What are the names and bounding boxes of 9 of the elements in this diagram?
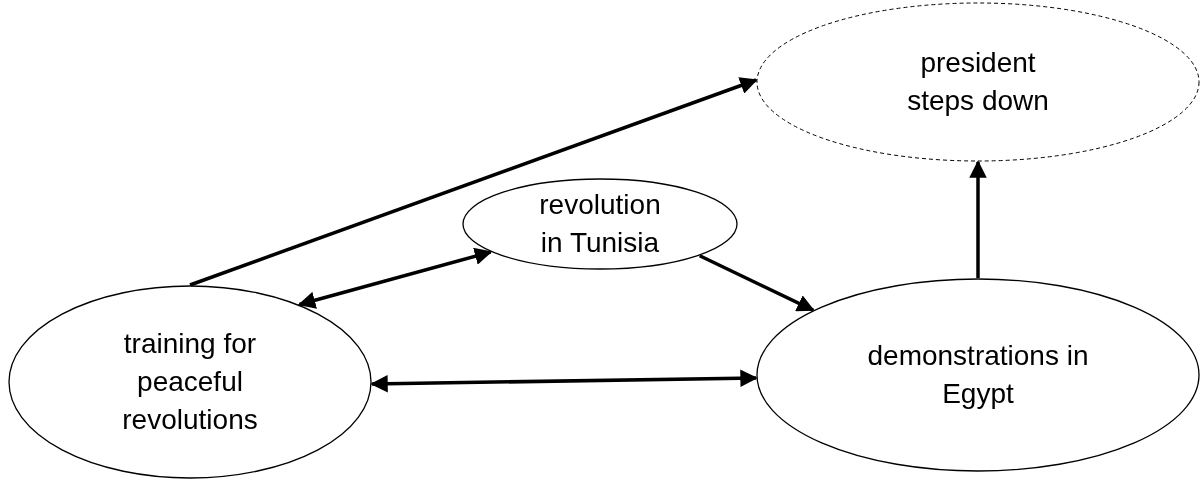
arrow [370,369,758,393]
node-label: president steps down [906,46,1050,118]
arrow [189,77,758,287]
arrow [297,247,493,309]
node-label: revolution in Tunisia [538,188,662,260]
arrow [969,160,987,278]
node-label: training for peaceful revolutions [121,327,259,437]
arrow [698,254,815,312]
node-label: demonstrations in Egypt [866,339,1090,411]
